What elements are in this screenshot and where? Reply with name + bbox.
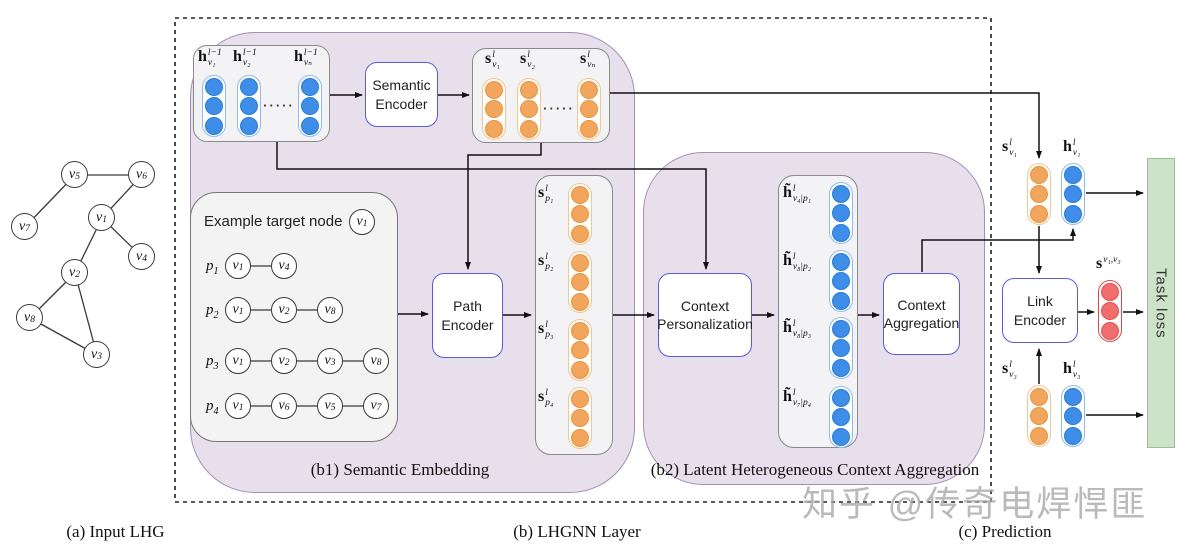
link-encoder-box: Link Encoder bbox=[1002, 278, 1078, 343]
semantic-vector-vn bbox=[577, 78, 601, 140]
prediction-s-v1-vector bbox=[1027, 163, 1051, 225]
context-vector-v8-p3 bbox=[829, 317, 853, 379]
link-embedding-vector bbox=[1098, 280, 1122, 342]
caption-prediction: (c) Prediction bbox=[958, 522, 1052, 541]
watermark: 知乎 @传奇电焊悍匪 bbox=[802, 485, 1148, 524]
ellipsis-dots: ····· bbox=[263, 98, 295, 113]
prediction-h-v3-vector bbox=[1061, 385, 1085, 447]
path-vector-p3 bbox=[568, 319, 592, 381]
hidden-vector-v2 bbox=[237, 75, 261, 137]
prediction-h-v1-vector bbox=[1061, 163, 1085, 225]
caption-lhgnn-layer: (b) LHGNN Layer bbox=[513, 522, 641, 541]
path-vector-p4 bbox=[568, 387, 592, 449]
path-vector-p2 bbox=[568, 251, 592, 313]
context-vector-v8-p2 bbox=[829, 250, 853, 312]
semantic-vector-v1 bbox=[482, 78, 506, 140]
path-label-p3: p3 bbox=[206, 353, 219, 372]
path-vector-p1 bbox=[568, 183, 592, 245]
context-personalization-box: Context Personalization bbox=[657, 273, 753, 357]
arrow-embeddings-to-prediction-s bbox=[610, 92, 1042, 159]
path-encoder-box: Path Encoder bbox=[432, 273, 503, 358]
semantic-vector-v2 bbox=[517, 78, 541, 140]
example-title: Example target node bbox=[204, 213, 343, 230]
hidden-vector-vn bbox=[298, 75, 322, 137]
context-vector-v7-p4 bbox=[829, 386, 853, 448]
task-loss-panel: Task loss bbox=[1147, 158, 1175, 448]
caption-b1: (b1) Semantic Embedding bbox=[310, 460, 490, 479]
prediction-s-v3-vector bbox=[1027, 385, 1051, 447]
semantic-encoder-box: Semantic Encoder bbox=[365, 62, 438, 127]
ellipsis-dots: ····· bbox=[543, 101, 575, 116]
path-label-p2: p2 bbox=[206, 302, 219, 321]
path-label-p4: p4 bbox=[206, 398, 219, 417]
hidden-vector-v1 bbox=[202, 75, 226, 137]
context-vector-v4-p1 bbox=[829, 182, 853, 244]
task-loss-label: Task loss bbox=[1152, 267, 1170, 339]
context-aggregation-box: Context Aggregation bbox=[883, 273, 960, 355]
path-label-p1: p1 bbox=[206, 258, 219, 277]
caption-input-lhg: (a) Input LHG bbox=[66, 522, 165, 541]
